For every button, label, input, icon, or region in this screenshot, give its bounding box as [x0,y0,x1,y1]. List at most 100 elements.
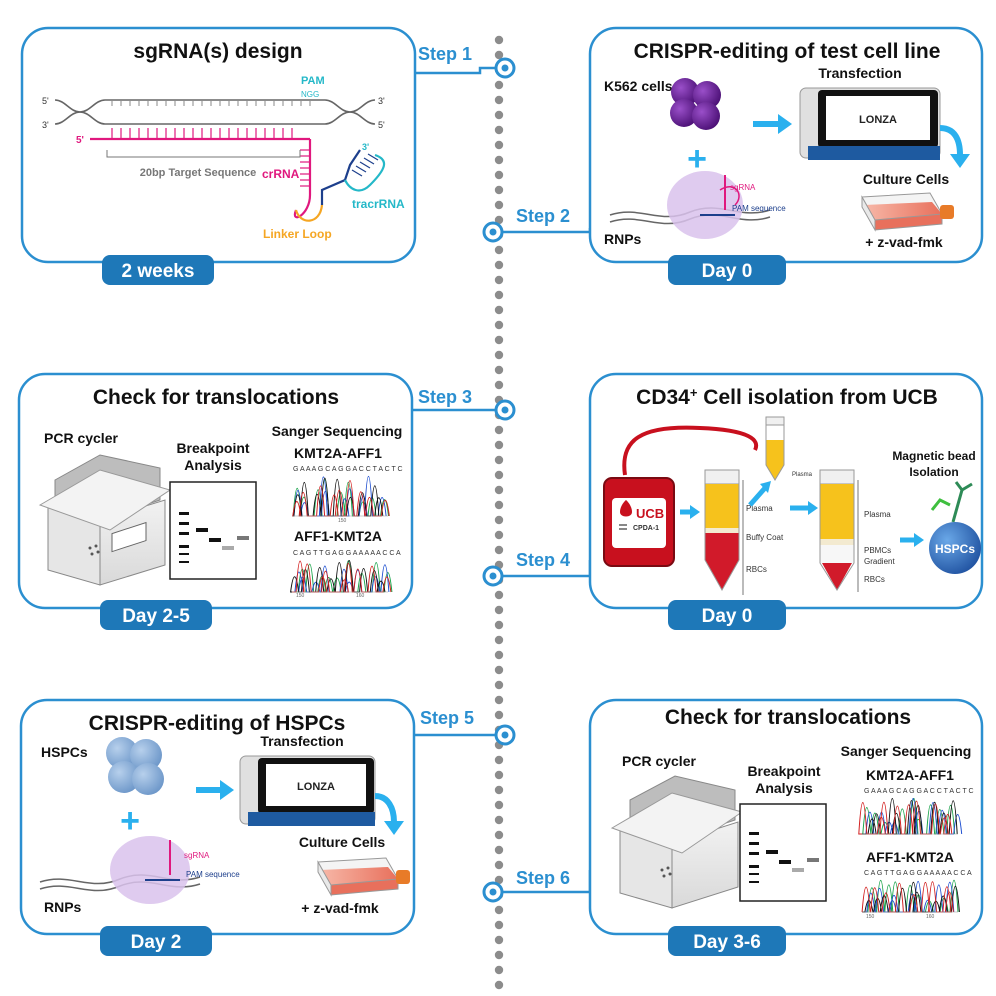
timeline-dot [494,260,504,270]
duration-badge-label: Day 0 [702,606,753,627]
step-marker-6[interactable] [482,881,504,903]
timeline-dot [494,635,504,645]
label-breakpoint: Breakpoint [176,440,249,456]
nucleofector-device-icon [239,755,376,826]
step-marker-4[interactable] [482,565,504,587]
panel-title: Check for translocations [93,386,339,409]
timeline-dot [494,605,504,615]
timeline-dot [494,440,504,450]
blood-tube-line [622,425,759,476]
panel-title: sgRNA(s) design [133,40,302,63]
gel-electrophoresis-icon [169,481,257,580]
label-seq1: KMT2A-AFF1 [866,767,954,783]
rnp-complex-icon [609,171,771,239]
duration-badge [668,600,786,630]
k562-cells-icon [670,78,721,130]
seq2-tick-2: 160 [926,914,935,920]
label-lonza: LONZA [297,781,335,793]
step-marker-3[interactable] [494,399,516,421]
label-ucb: UCB [636,506,664,521]
step-marker-5[interactable] [494,724,516,746]
timeline-dot [494,770,504,780]
timeline-dot [494,815,504,825]
timeline-dot [494,710,504,720]
timeline-dot [494,380,504,390]
rnp-complex-icon [39,836,201,904]
timeline-dot [494,470,504,480]
timeline-dot [494,695,504,705]
label-zvad-fmk: + z-vad-fmk [301,900,379,916]
plus-sign: + [120,802,140,840]
timeline-dot [494,125,504,135]
timeline-dot [494,305,504,315]
timeline-dot [494,95,504,105]
duration-badge-label: Day 2-5 [122,606,190,627]
crrna-strand-icon [90,128,386,222]
timeline-dot [494,425,504,435]
panel-cd34-isolation: CD34+ Cell isolation from UCB UCB CPDA-1… [588,372,984,630]
label-plasma-top: Plasma [792,472,813,478]
seq1-tick: 150 [338,518,347,524]
seq2-tick-2: 160 [356,593,365,599]
panel-sgrna-design: sgRNA(s) design 5' 3' 3' 5' PAM NGG 5' 3… [20,26,417,285]
pcr-cycler-icon [38,454,172,586]
label-sanger: Sanger Sequencing [841,743,972,759]
seq2-tick-1: 150 [296,593,305,599]
centrifuge-tube-1-icon [704,469,740,592]
label-hspcs: HSPCs [935,542,975,556]
label-analysis: Analysis [755,780,813,796]
step-marker-1[interactable] [494,57,516,79]
step-marker-2[interactable] [482,221,504,243]
label-buffy-coat: Buffy Coat [746,533,784,542]
seq2-tick-1: 150 [866,914,875,920]
step-markers [482,57,516,903]
duration-badge-label: Day 3-6 [693,932,761,953]
label-zvad-fmk: + z-vad-fmk [865,234,943,250]
label-crrna: crRNA [262,167,300,181]
chromatogram-2 [290,560,393,593]
label-pam-sequence: PAM sequence [732,204,786,213]
arrow-icon [220,780,234,800]
timeline-dot [494,980,504,990]
seq2-bases: C A G T T G A G G A A A A A C C A [864,870,972,877]
label-seq2: AFF1-KMT2A [294,528,382,544]
label-pbmcs: PBMCs [864,546,891,555]
label-plasma-2: Plasma [864,510,891,519]
timeline-dot [494,110,504,120]
label-sgrna: sgRNA [730,183,756,192]
plus-sign: + [687,140,707,178]
step-label-3: Step 3 [418,387,472,407]
curved-arrow-icon [950,154,970,168]
timeline-dot [494,335,504,345]
timeline-dot [494,530,504,540]
curved-arrow-icon [384,821,404,835]
label-rnps: RNPs [44,899,82,915]
label-pam-sequence: PAM sequence [186,870,240,879]
culture-flask-icon [861,192,954,232]
label-3prime-c: 3' [362,142,369,152]
duration-badge [668,255,786,285]
label-pcr-cycler: PCR cycler [44,430,118,446]
plasma-tube-icon [765,416,785,481]
timeline-dot [494,680,504,690]
timeline-dot [494,320,504,330]
timeline-dot [494,500,504,510]
label-cpda: CPDA-1 [633,525,659,532]
timeline-dot [494,155,504,165]
label-seq2: AFF1-KMT2A [866,849,954,865]
timeline-dot [494,755,504,765]
panel-title: CRISPR-editing of HSPCs [89,712,346,735]
timeline-dot [494,80,504,90]
label-pam: PAM [301,75,325,87]
label-3prime-b: 3' [378,96,385,106]
timeline-dot [494,485,504,495]
timeline-dot [494,875,504,885]
step-label-1: Step 1 [418,44,472,64]
label-5prime-b: 5' [378,120,385,130]
label-rbcs-1: RBCs [746,565,767,574]
nucleofector-device-icon [799,87,941,160]
timeline-dot [494,140,504,150]
timeline-dot [494,200,504,210]
timeline-dot [494,935,504,945]
timeline-dot [494,275,504,285]
